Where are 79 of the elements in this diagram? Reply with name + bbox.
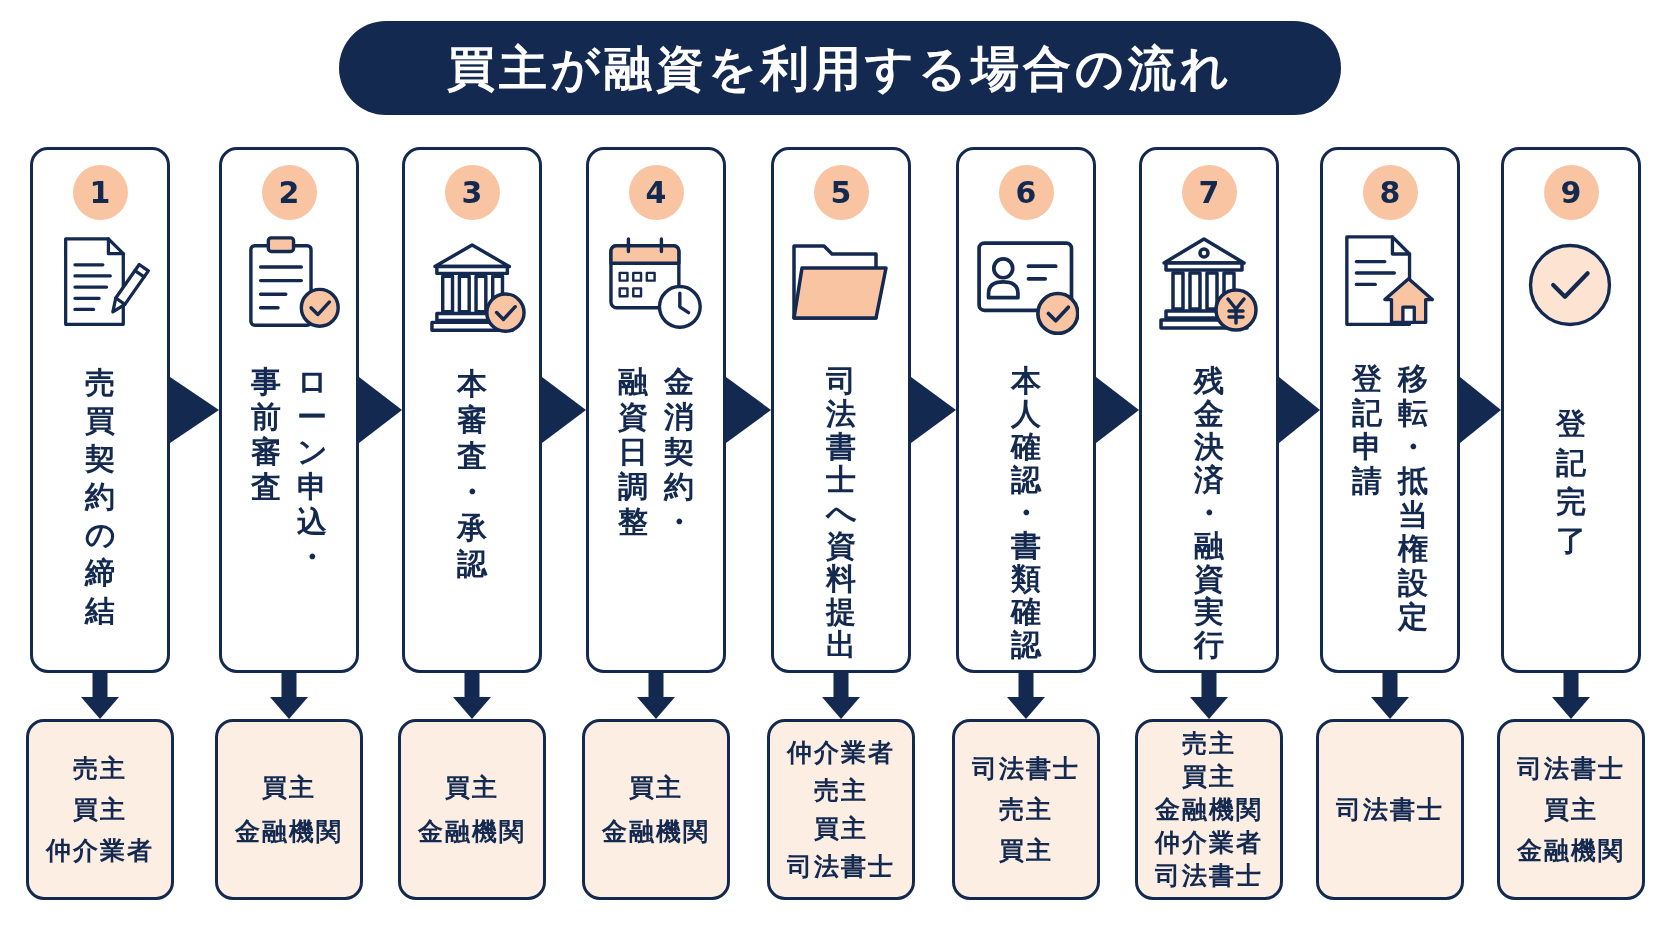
step-box [771, 147, 911, 673]
number-circle: 4 [628, 164, 684, 220]
participant-name: 買主 [629, 771, 683, 804]
step-label: 残金決済・融資実行 [1193, 364, 1225, 661]
title-banner: 買主が融資を利用する場合の流れ [339, 21, 1341, 115]
participant-name: 仲介業者 [1155, 827, 1263, 859]
step-label: 売買契約の締結 [84, 364, 116, 630]
step-box [1139, 147, 1279, 673]
participant-name: 買主 [262, 771, 316, 804]
participant-box [1135, 719, 1283, 900]
participant-name: 金融機関 [235, 815, 343, 848]
step-box [402, 147, 542, 673]
step-label: 司法書士へ資料提出 [825, 364, 857, 661]
participant-name: 仲介業者 [46, 835, 154, 867]
participant-name: 司法書士 [787, 850, 895, 883]
participant-name: 売主 [814, 774, 868, 807]
participant-name: 金融機関 [602, 815, 710, 848]
participant-box [952, 719, 1100, 900]
arrow [270, 673, 308, 719]
step-box [1320, 147, 1460, 673]
participant-name: 司法書士 [1517, 753, 1625, 785]
triangle-arrow [170, 377, 219, 443]
arrow [822, 673, 860, 719]
arrow [1371, 673, 1409, 719]
participant-name: 売主 [999, 794, 1053, 826]
number-circle: 7 [1181, 164, 1237, 220]
arrow [1190, 673, 1228, 719]
step-box [586, 147, 726, 673]
triangle-arrow [911, 377, 956, 443]
arrow [1552, 673, 1590, 719]
number-circle: 5 [813, 164, 869, 220]
triangle-arrow [1096, 377, 1139, 443]
participant-box [26, 719, 174, 900]
step-label: 移転・抵当権設定登記申請 [1351, 362, 1429, 636]
number-circle: 1 [72, 164, 128, 220]
step-box [30, 147, 170, 673]
step-label: ローン申込・事前審査 [250, 364, 328, 576]
participant-name: 買主 [814, 812, 868, 845]
participant-name: 買主 [1182, 761, 1236, 793]
participant-name: 金融機関 [1155, 794, 1263, 826]
number-circle: 2 [261, 164, 317, 220]
step-box [956, 147, 1096, 673]
triangle-arrow [359, 377, 402, 443]
step-box [1501, 147, 1641, 673]
step-box [219, 147, 359, 673]
step-label: 金消契約・融資日調整 [617, 364, 695, 541]
step-label: 本審査・承認 [456, 366, 488, 582]
step-label: 登記完了 [1555, 405, 1587, 560]
triangle-arrow [1279, 377, 1320, 443]
participant-name: 司法書士 [1155, 860, 1263, 892]
step-label: 本人確認・書類確認 [1010, 364, 1042, 661]
participant-name: 金融機関 [1517, 835, 1625, 867]
participant-box [1497, 719, 1645, 900]
participant-name: 売主 [1182, 728, 1236, 760]
participant-box [398, 719, 546, 900]
participant-name: 仲介業者 [787, 736, 895, 769]
participant-name: 金融機関 [418, 815, 526, 848]
participant-name: 買主 [999, 835, 1053, 867]
participant-box [767, 719, 915, 900]
number-circle: 3 [444, 164, 500, 220]
participant-name: 司法書士 [972, 753, 1080, 785]
arrow [81, 673, 119, 719]
participant-box [582, 719, 730, 900]
participant-name: 買主 [1544, 794, 1598, 826]
number-circle: 9 [1543, 164, 1599, 220]
participant-box [1316, 719, 1464, 900]
participant-name: 買主 [73, 794, 127, 826]
arrow [637, 673, 675, 719]
number-circle: 6 [998, 164, 1054, 220]
number-circle: 8 [1362, 164, 1418, 220]
participant-name: 買主 [445, 771, 499, 804]
arrow [1007, 673, 1045, 719]
participant-name: 司法書士 [1336, 793, 1444, 826]
participant-box [215, 719, 363, 900]
triangle-arrow [1460, 377, 1501, 443]
triangle-arrow [542, 377, 586, 443]
arrow [453, 673, 491, 719]
participant-name: 売主 [73, 753, 127, 785]
triangle-arrow [726, 377, 771, 443]
